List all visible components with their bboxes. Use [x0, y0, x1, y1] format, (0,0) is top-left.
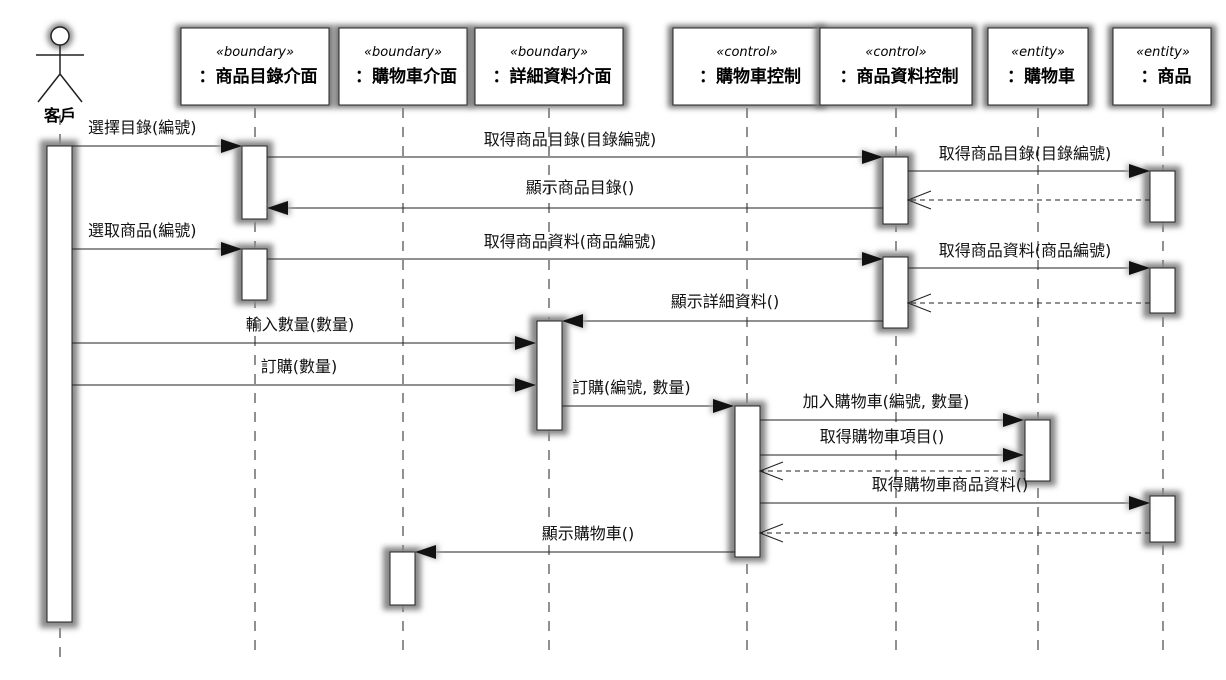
actor-label: 客戶	[44, 106, 76, 125]
activation-cart-control	[734, 405, 761, 558]
message-get-cart-items: 取得購物車項目()	[760, 427, 1024, 463]
message-select-catalog: 選擇目錄(編號)	[72, 118, 242, 154]
participant-product-entity: «entity» ：商品	[1108, 25, 1216, 108]
message-label: 訂購(編號, 數量)	[572, 378, 691, 397]
activation-catalog-ui	[241, 145, 268, 220]
activation-product-entity	[1149, 495, 1176, 543]
message-label: 取得購物車商品資料()	[872, 475, 1029, 494]
message-label: 選取商品(編號)	[88, 221, 197, 240]
message-label: 顯示商品目錄()	[526, 178, 635, 197]
message-label: 輸入數量(數量)	[246, 315, 355, 334]
stereotype-label: «control»	[865, 45, 926, 60]
stereotype-label: «boundary»	[364, 45, 442, 60]
participant-cart-control: «control» ：購物車控制	[668, 25, 826, 108]
participant-name: ：商品資料控制	[840, 66, 959, 87]
activation-product-control	[882, 256, 909, 329]
activation-catalog-ui	[241, 248, 268, 301]
participant-product-control: «control» ：商品資料控制	[815, 25, 977, 108]
message-label: 訂購(數量)	[261, 357, 338, 376]
message-label: 取得商品目錄(目錄編號)	[484, 130, 657, 149]
participant-cart-ui: «boundary» ：購物車介面	[334, 25, 472, 108]
message-show-detail: 顯示詳細資料()	[562, 292, 883, 329]
participant-name: ：購物車控制	[699, 66, 801, 87]
message-get-product-entity: 取得商品資料(商品編號)	[908, 241, 1150, 276]
message-return	[906, 293, 1150, 313]
participant-name: ：商品目錄介面	[199, 66, 318, 87]
message-get-catalog: 取得商品目錄(目錄編號)	[267, 130, 883, 165]
stereotype-label: «control»	[716, 45, 777, 60]
participant-detail-ui: «boundary» ：詳細資料介面	[470, 25, 628, 108]
stereotype-label: «boundary»	[510, 45, 588, 60]
message-order: 訂購(編號, 數量)	[562, 378, 734, 414]
message-show-cart: 顯示購物車()	[415, 524, 735, 560]
message-get-product: 取得商品資料(商品編號)	[267, 232, 883, 267]
activation-cart-ui	[389, 551, 416, 606]
message-add-to-cart: 加入購物車(編號, 數量)	[760, 392, 1024, 428]
message-return	[906, 190, 1150, 210]
message-enter-quantity: 輸入數量(數量)	[72, 315, 536, 351]
activation-cart-entity	[1024, 419, 1051, 482]
message-order-quantity: 訂購(數量)	[72, 357, 536, 393]
stereotype-label: «entity»	[1011, 45, 1065, 60]
activation-detail-ui	[536, 320, 563, 431]
message-select-product: 選取商品(編號)	[72, 221, 242, 257]
activation-product-entity	[1149, 267, 1176, 314]
stereotype-label: «boundary»	[216, 45, 294, 60]
message-label: 取得商品目錄(目錄編號)	[939, 144, 1112, 163]
activation-product-control	[882, 156, 909, 225]
message-label: 顯示詳細資料()	[671, 292, 780, 311]
participant-cart-entity: «entity» ：購物車	[983, 25, 1093, 108]
participant-catalog-ui: «boundary» ：商品目錄介面	[176, 25, 334, 108]
participant-name: ：商品	[1141, 66, 1192, 87]
message-label: 加入購物車(編號, 數量)	[803, 392, 970, 411]
activation-product-entity	[1149, 170, 1176, 223]
message-get-cart-product: 取得購物車商品資料()	[760, 475, 1150, 511]
message-label: 取得商品資料(商品編號)	[939, 241, 1112, 260]
actor-icon	[36, 23, 84, 103]
message-return	[758, 523, 1150, 543]
message-get-catalog-entity: 取得商品目錄(目錄編號)	[908, 144, 1150, 179]
message-label: 選擇目錄(編號)	[88, 118, 197, 137]
participant-name: ：購物車介面	[355, 66, 457, 87]
message-label: 取得商品資料(商品編號)	[484, 232, 657, 251]
message-label: 取得購物車項目()	[820, 427, 945, 446]
participant-name: ：購物車	[1007, 66, 1075, 87]
participant-name: ：詳細資料介面	[493, 66, 612, 87]
stereotype-label: «entity»	[1136, 45, 1190, 60]
message-return	[758, 461, 1025, 481]
message-label: 顯示購物車()	[542, 524, 635, 543]
message-show-catalog: 顯示商品目錄()	[267, 178, 883, 216]
